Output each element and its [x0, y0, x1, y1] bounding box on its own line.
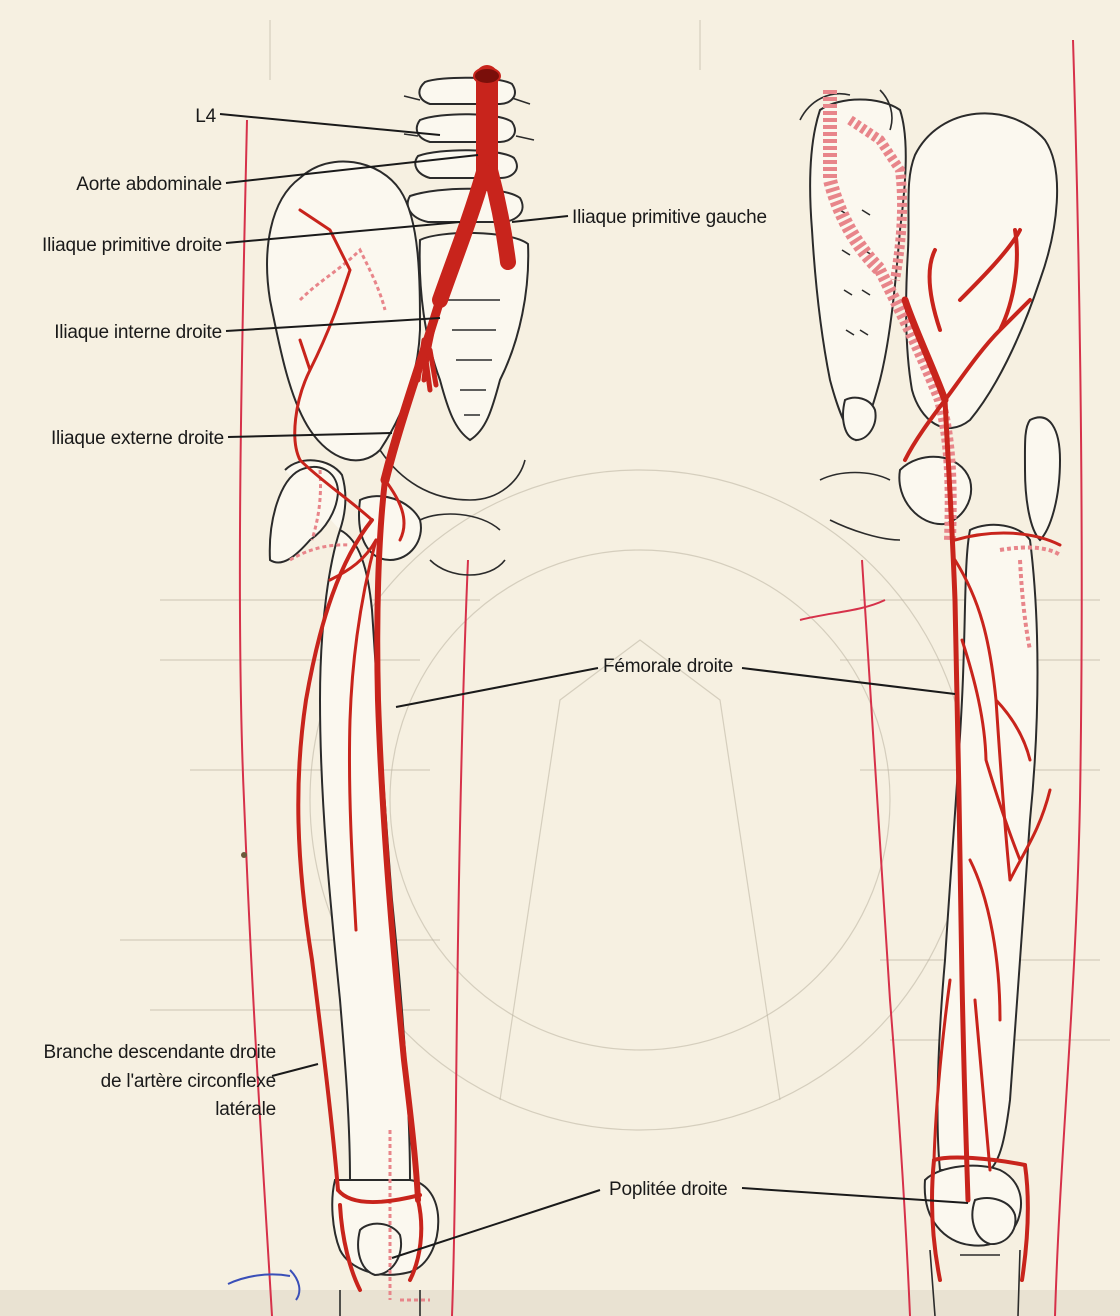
label-branche-line1: Branche descendante droite [44, 1042, 276, 1063]
label-iliaque-primitive-gauche: Iliaque primitive gauche [572, 207, 767, 228]
label-aorte-abdominale: Aorte abdominale [76, 174, 222, 195]
label-branche-line2: de l'artère circonflexe [101, 1071, 276, 1092]
label-l4: L4 [195, 106, 216, 127]
label-poplitee-droite: Poplitée droite [609, 1179, 727, 1200]
label-femorale-droite: Fémorale droite [603, 656, 733, 677]
label-iliaque-primitive-droite: Iliaque primitive droite [42, 235, 222, 256]
label-branche-line3: latérale [215, 1099, 276, 1120]
label-iliaque-interne-droite: Iliaque interne droite [54, 322, 222, 343]
label-iliaque-externe-droite: Iliaque externe droite [51, 428, 224, 449]
